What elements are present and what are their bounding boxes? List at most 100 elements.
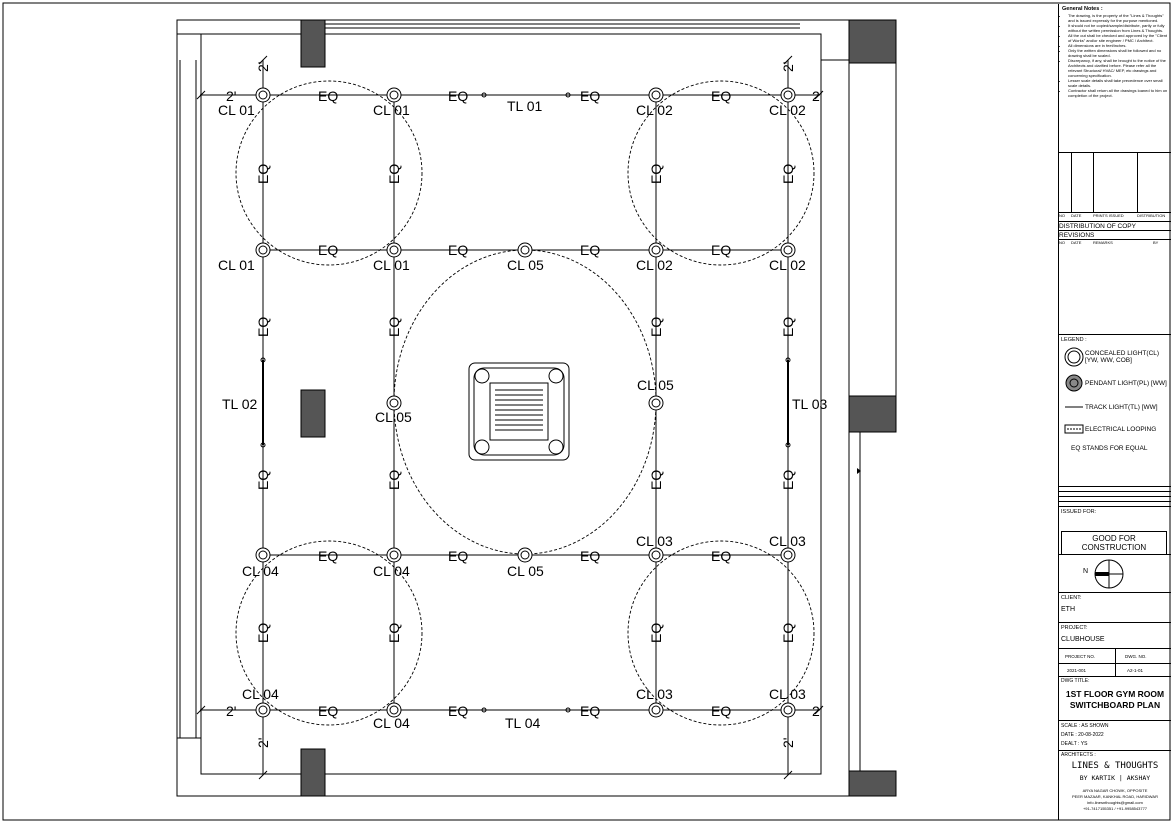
firm-name: LINES & THOUGHTS xyxy=(1071,761,1159,771)
scale-text: SCALE : AS SHOWN xyxy=(1061,723,1109,729)
tl01-label: TL 01 xyxy=(507,98,542,114)
general-note-item: The drawing, is the property of the "Lin… xyxy=(1068,13,1168,23)
light-fixture xyxy=(780,87,796,103)
eq-label: EQ xyxy=(386,164,402,184)
structural-columns xyxy=(300,19,897,797)
general-note-item: Only the written dimensions shall be fol… xyxy=(1068,48,1168,58)
eq-label: EQ xyxy=(580,242,600,258)
dim-label: 2' xyxy=(226,703,236,719)
issued-for-title: ISSUED FOR: xyxy=(1061,509,1097,515)
cl04-label: CL 04 xyxy=(373,563,410,579)
cl04-label: CL 04 xyxy=(242,563,279,579)
stamp-lines xyxy=(1059,486,1171,507)
general-note-item: All the out shall be checked and approve… xyxy=(1068,33,1168,43)
light-fixture xyxy=(780,242,796,258)
legend-item-track: TRACK LIGHT(TL) [WW] xyxy=(1063,397,1167,417)
issued-for-section: ISSUED FOR: GOOD FOR CONSTRUCTION xyxy=(1059,506,1171,555)
dwg-title-section: DWG TITLE: 1ST FLOOR GYM ROOM SWITCHBOAR… xyxy=(1059,676,1171,721)
north-section: N xyxy=(1059,554,1171,593)
issued-for-badge: GOOD FOR CONSTRUCTION xyxy=(1061,531,1167,555)
cl03-label: CL 03 xyxy=(769,533,806,549)
rev-col-date: DATE xyxy=(1071,240,1082,245)
eq-label: EQ xyxy=(386,623,402,643)
light-fixture xyxy=(648,547,664,563)
light-fixture xyxy=(255,702,271,718)
eq-label: EQ xyxy=(386,470,402,490)
light-fixture xyxy=(648,702,664,718)
eq-label: EQ xyxy=(448,703,468,719)
eq-label: EQ xyxy=(255,470,271,490)
eq-label: EQ xyxy=(780,317,796,337)
general-note-item: All dimensions are in feet/inches. xyxy=(1068,43,1168,48)
dim-label: 2' xyxy=(780,738,796,748)
address-line1: ARYA NAGAR CHOWK, OPPOSITE xyxy=(1082,788,1148,793)
dimension-labels: 2' 2' 2' 2' 2' 2' 2' 2' xyxy=(226,62,822,748)
rev-col-no: NO xyxy=(1059,240,1065,245)
general-note-item: Contractor shall return all the drawings… xyxy=(1068,88,1168,98)
legend-item-concealed: CONCEALED LIGHT(CL) [YW, WW, COB] xyxy=(1063,347,1167,367)
eq-label: EQ xyxy=(318,548,338,564)
distribution-title: DISTRIBUTION OF COPY xyxy=(1059,221,1171,231)
dealt-text: DEALT : YS xyxy=(1061,741,1088,747)
electrical-looping-icon xyxy=(1063,419,1085,439)
eq-label: EQ xyxy=(780,623,796,643)
dwg-no-title: DWG. NO. xyxy=(1125,654,1147,659)
email-text: info.linesnthoughts@gmail.com xyxy=(1087,800,1143,805)
scale-section: SCALE : AS SHOWN DATE : 20-08-2022 DEALT… xyxy=(1059,720,1171,751)
eq-label: EQ xyxy=(580,548,600,564)
cl03-label: CL 03 xyxy=(769,686,806,702)
dist-col-date: DATE xyxy=(1071,213,1082,218)
eq-label: EQ xyxy=(648,623,664,643)
dimension-ticks xyxy=(196,55,824,780)
eq-labels-vertical: EQ EQ EQ EQ EQ EQ EQ EQ EQ EQ EQ EQ EQ E… xyxy=(255,164,796,643)
tl04-label: TL 04 xyxy=(505,715,540,731)
eq-label: EQ xyxy=(711,88,731,104)
eq-label: EQ xyxy=(448,242,468,258)
client-title: CLIENT: xyxy=(1061,595,1082,601)
dim-label: 2' xyxy=(255,62,271,72)
rev-col-remarks: REMARKS xyxy=(1093,240,1113,245)
dim-label: 2' xyxy=(255,738,271,748)
eq-label: EQ xyxy=(255,164,271,184)
light-fixture xyxy=(386,242,402,258)
eq-label: EQ xyxy=(386,317,402,337)
light-fixture xyxy=(648,87,664,103)
project-section: PROJECT: CLUBHOUSE xyxy=(1059,622,1171,649)
dim-label: 2' xyxy=(812,703,822,719)
eq-label: EQ xyxy=(648,470,664,490)
general-notes: General Notes : The drawing, is the prop… xyxy=(1062,6,1168,98)
dim-label: 2' xyxy=(812,88,822,104)
cl04-label: CL 04 xyxy=(242,686,279,702)
light-fixture xyxy=(517,242,533,258)
rev-col-by: BY xyxy=(1153,240,1159,245)
light-fixture xyxy=(517,547,533,563)
cl05-label: CL 05 xyxy=(507,563,544,579)
cl02-label: CL 02 xyxy=(769,102,806,118)
eq-label: EQ xyxy=(780,470,796,490)
cl03-label: CL 03 xyxy=(636,686,673,702)
light-fixture xyxy=(255,242,271,258)
legend-item-pendant: PENDANT LIGHT(PL) [WW] xyxy=(1063,373,1167,393)
light-fixture xyxy=(648,395,664,411)
client-section: CLIENT: ETH xyxy=(1059,592,1171,623)
cl04-label: CL 04 xyxy=(373,715,410,731)
light-fixture xyxy=(780,547,796,563)
cl05-label: CL 05 xyxy=(375,409,412,425)
legend-title: LEGEND : xyxy=(1061,337,1087,343)
address-line2: PEER MAZAAR, KANKHAL ROAD, HARIDWAR xyxy=(1072,794,1158,799)
light-fixture xyxy=(386,702,402,718)
legend-label: CONCEALED LIGHT(CL) [YW, WW, COB] xyxy=(1085,350,1160,364)
dwg-title-label: DWG TITLE: xyxy=(1061,678,1090,684)
distribution-header: NO DATE PRINTS ISSUED DISTRIBUTION xyxy=(1059,212,1171,222)
cl01-label: CL 01 xyxy=(218,257,255,273)
eq-label: EQ xyxy=(648,317,664,337)
eq-label: EQ xyxy=(318,242,338,258)
revisions-title: REVISIONS xyxy=(1059,230,1171,240)
cl01-label: CL 01 xyxy=(373,102,410,118)
legend-label: ELECTRICAL LOOPING xyxy=(1085,425,1157,433)
eq-label: EQ xyxy=(448,88,468,104)
cl05-label: CL 05 xyxy=(507,257,544,273)
cl01-label: CL 01 xyxy=(218,102,255,118)
general-notes-title: General Notes : xyxy=(1062,6,1103,12)
